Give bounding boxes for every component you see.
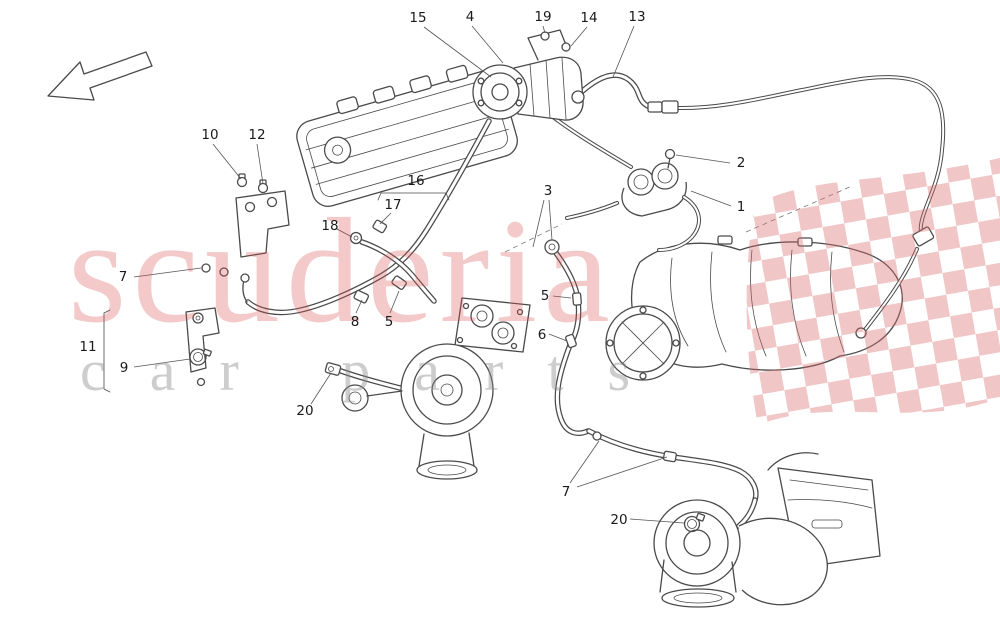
- callout-14-3[interactable]: 14: [580, 10, 598, 26]
- callout-7-21[interactable]: 7: [561, 484, 571, 500]
- callout-8-16[interactable]: 8: [350, 314, 360, 330]
- pipe-fittings: [324, 219, 677, 463]
- callout-18-9[interactable]: 18: [321, 218, 339, 234]
- callout-bracket-11: [103, 309, 111, 393]
- banjo-bolt-3: [544, 239, 560, 255]
- callout-2-11[interactable]: 2: [736, 155, 746, 171]
- callout-19-2[interactable]: 19: [534, 9, 552, 25]
- callout-3-10[interactable]: 3: [543, 183, 553, 199]
- callout-bracket-16: [377, 192, 450, 201]
- throttle-body-flange: [605, 305, 681, 381]
- callout-20-20[interactable]: 20: [296, 403, 314, 419]
- callout-16-7[interactable]: 16: [407, 173, 425, 189]
- callout-6-19[interactable]: 6: [537, 327, 547, 343]
- bracket-lower-left: [185, 307, 220, 387]
- direction-arrow-icon: [47, 51, 153, 101]
- callout-12-6[interactable]: 12: [248, 127, 266, 143]
- callout-13-4[interactable]: 13: [628, 9, 646, 25]
- callout-5-18[interactable]: 5: [540, 288, 550, 304]
- solenoid-valve: [565, 148, 701, 252]
- turbocharger-left: [341, 297, 531, 480]
- dashed-axis-line: [504, 223, 563, 253]
- callout-10-5[interactable]: 10: [201, 127, 219, 143]
- bracket-upper-left: [235, 173, 290, 258]
- callout-9-15[interactable]: 9: [119, 360, 129, 376]
- callout-17-8[interactable]: 17: [384, 197, 402, 213]
- callout-20-22[interactable]: 20: [610, 512, 628, 528]
- callout-15-0[interactable]: 15: [409, 10, 427, 26]
- callout-7-13[interactable]: 7: [118, 269, 128, 285]
- pipe-end-left: [201, 263, 250, 303]
- turbocharger-right: [653, 452, 881, 608]
- hose-clamp: [683, 512, 706, 533]
- callout-1-12[interactable]: 1: [736, 199, 746, 215]
- callout-5-17[interactable]: 5: [384, 314, 394, 330]
- leader-lines: [133, 25, 732, 524]
- callout-4-1[interactable]: 4: [465, 9, 475, 25]
- valve-cover: [296, 64, 518, 207]
- callout-11-14[interactable]: 11: [79, 339, 97, 355]
